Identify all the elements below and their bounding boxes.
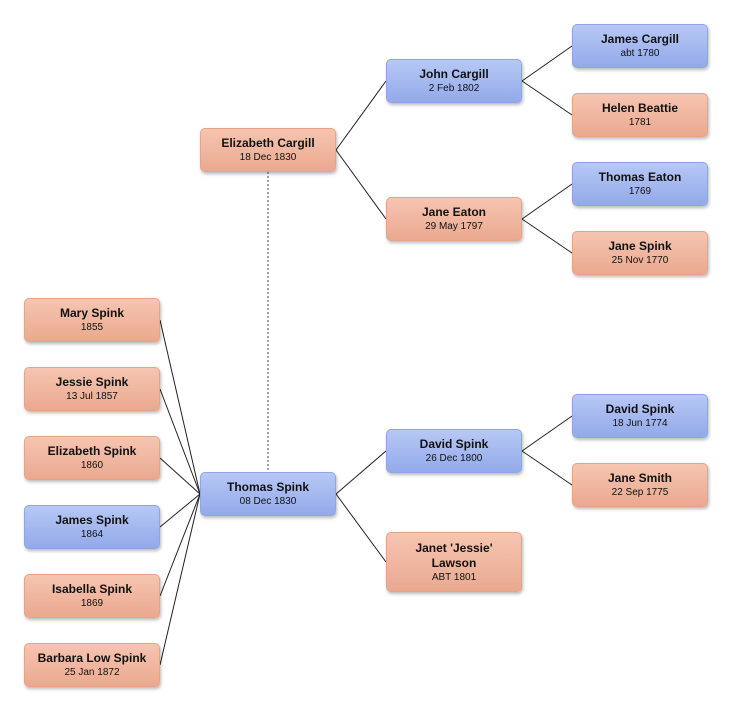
person-date: 1781 <box>628 117 652 128</box>
person-david-spink-1800[interactable]: David Spink 26 Dec 1800 <box>386 429 522 473</box>
person-date: 18 Dec 1830 <box>239 152 297 163</box>
person-jane-eaton[interactable]: Jane Eaton 29 May 1797 <box>386 197 522 241</box>
person-name: Isabella Spink <box>51 582 133 596</box>
person-jane-spink[interactable]: Jane Spink 25 Nov 1770 <box>572 231 708 275</box>
person-date: 1769 <box>628 186 652 197</box>
person-elizabeth-cargill[interactable]: Elizabeth Cargill 18 Dec 1830 <box>200 128 336 172</box>
person-date: 25 Nov 1770 <box>611 255 669 266</box>
person-mary-spink[interactable]: Mary Spink 1855 <box>24 298 160 342</box>
person-date: 1855 <box>80 322 104 333</box>
person-james-cargill[interactable]: James Cargill abt 1780 <box>572 24 708 68</box>
parent-connector-line <box>521 218 573 254</box>
child-connector-line <box>159 493 201 666</box>
person-date: 2 Feb 1802 <box>428 83 480 94</box>
child-connector-line <box>159 319 201 495</box>
child-connector-line <box>159 493 201 597</box>
person-name: David Spink <box>419 437 489 451</box>
person-name: Elizabeth Spink <box>47 444 137 458</box>
person-isabella-spink[interactable]: Isabella Spink 1869 <box>24 574 160 618</box>
parent-connector-line <box>335 149 387 220</box>
parent-connector-line <box>335 493 387 563</box>
person-name: Jessie Spink <box>55 375 129 389</box>
parent-connector-line <box>521 415 573 452</box>
person-date: ABT 1801 <box>431 571 477 583</box>
person-elizabeth-spink[interactable]: Elizabeth Spink 1860 <box>24 436 160 480</box>
person-date: abt 1780 <box>620 48 660 59</box>
parent-connector-line <box>521 183 573 220</box>
parent-connector-line <box>521 80 573 116</box>
person-name: Janet 'Jessie' Lawson <box>415 540 493 570</box>
person-james-spink[interactable]: James Spink 1864 <box>24 505 160 549</box>
person-thomas-eaton[interactable]: Thomas Eaton 1769 <box>572 162 708 206</box>
person-name: Elizabeth Cargill <box>221 136 315 150</box>
person-barbara-low-spink[interactable]: Barbara Low Spink 25 Jan 1872 <box>24 643 160 687</box>
person-date: 1860 <box>80 460 104 471</box>
person-name: Jane Eaton <box>421 205 487 219</box>
person-name: Barbara Low Spink <box>37 651 147 665</box>
person-name: James Spink <box>55 513 129 527</box>
person-date: 1869 <box>80 598 104 609</box>
person-name: John Cargill <box>419 67 489 81</box>
person-name: David Spink <box>605 402 675 416</box>
person-jane-smith[interactable]: Jane Smith 22 Sep 1775 <box>572 463 708 507</box>
child-connector-line <box>159 388 201 495</box>
person-name: Thomas Eaton <box>598 170 682 184</box>
person-name: James Cargill <box>600 32 680 46</box>
person-thomas-spink[interactable]: Thomas Spink 08 Dec 1830 <box>200 472 336 516</box>
child-connector-line <box>159 493 201 528</box>
person-john-cargill[interactable]: John Cargill 2 Feb 1802 <box>386 59 522 103</box>
parent-connector-line <box>335 450 387 495</box>
person-david-spink-1774[interactable]: David Spink 18 Jun 1774 <box>572 394 708 438</box>
person-date: 25 Jan 1872 <box>64 667 120 678</box>
person-name: Thomas Spink <box>226 480 309 494</box>
parent-connector-line <box>521 450 573 486</box>
person-date: 1864 <box>80 529 104 540</box>
person-name: Mary Spink <box>59 306 125 320</box>
person-helen-beattie[interactable]: Helen Beattie 1781 <box>572 93 708 137</box>
person-date: 22 Sep 1775 <box>611 487 669 498</box>
person-jessie-spink[interactable]: Jessie Spink 13 Jul 1857 <box>24 367 160 411</box>
person-name: Jane Spink <box>608 239 672 253</box>
person-name: Helen Beattie <box>601 101 679 115</box>
child-connector-line <box>159 457 201 495</box>
person-date: 26 Dec 1800 <box>425 453 483 464</box>
person-date: 18 Jun 1774 <box>612 418 668 429</box>
person-janet-jessie-lawson[interactable]: Janet 'Jessie' Lawson ABT 1801 <box>386 532 522 592</box>
parent-connector-line <box>335 80 387 151</box>
person-date: 29 May 1797 <box>425 221 483 232</box>
person-date: 08 Dec 1830 <box>239 496 297 507</box>
person-date: 13 Jul 1857 <box>66 391 118 402</box>
parent-connector-line <box>521 45 573 82</box>
person-name: Jane Smith <box>607 471 673 485</box>
